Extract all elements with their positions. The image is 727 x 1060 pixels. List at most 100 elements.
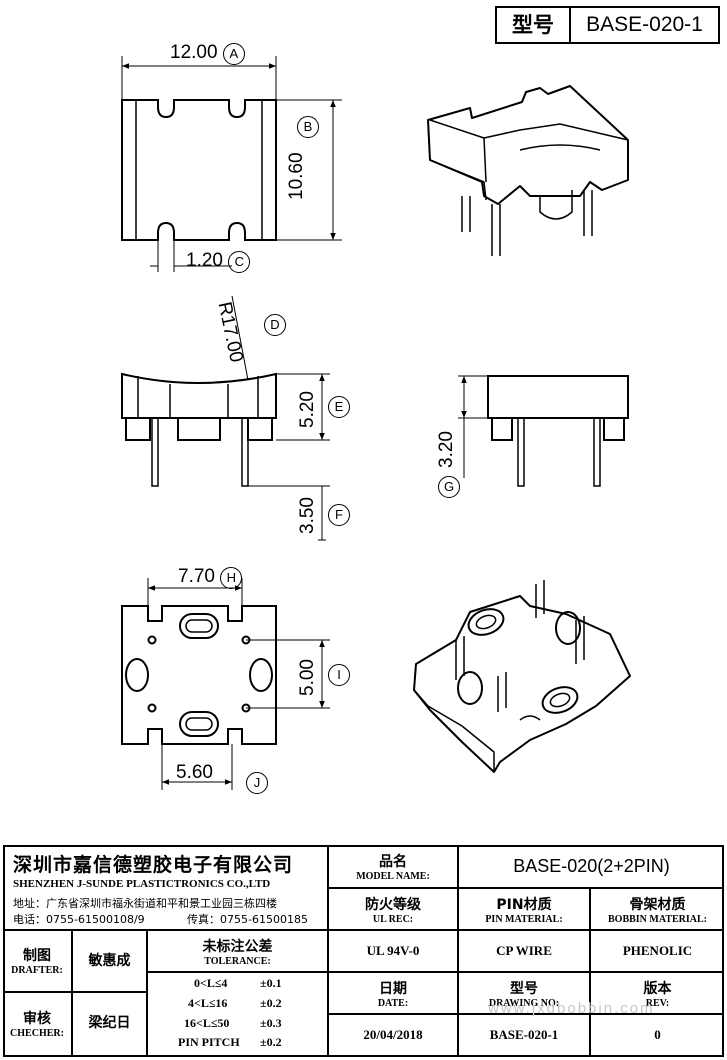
dim-h: 7.70 H [178, 566, 243, 589]
dim-c-value: 1.20 [186, 250, 223, 271]
dim-i-marker: I [328, 664, 350, 686]
ul-value-cell: UL 94V-0 [329, 931, 459, 973]
company-fax: 传真：0755-61500185 [187, 913, 308, 926]
drafter-name: 敏惠成 [88, 953, 131, 969]
model-box: 型号 BASE-020-1 [495, 6, 720, 44]
dim-a: 12.00 A [170, 42, 245, 65]
ul-label-cn: 防火等级 [365, 897, 421, 913]
checker-label-cn: 审核 [23, 1011, 51, 1027]
checker-name: 梁纪日 [88, 1015, 131, 1031]
pin-label-cell: PIN材质 PIN MATERIAL: [459, 889, 591, 931]
drawing-no-label-en: DRAWING NO: [488, 998, 560, 1009]
drawing-no-value-cell: BASE-020-1 [459, 1015, 591, 1057]
model-name-label-cell: 品名 MODEL NAME: [329, 845, 459, 889]
dim-f-marker: F [328, 504, 350, 526]
model-name-label-cn: 品名 [379, 854, 407, 870]
tolerance-value: ±0.2 [260, 996, 282, 1010]
tolerance-range: 4<L≤16 [188, 996, 228, 1010]
date-value-cell: 20/04/2018 [329, 1015, 459, 1057]
tolerance-rows-cell: 0<L≤4 ±0.1 4<L≤16 ±0.2 16<L≤50 ±0.3 PIN … [148, 973, 329, 1057]
drawing-no-label-cell: 型号 DRAWING NO: [459, 973, 591, 1015]
dim-b: B [297, 116, 319, 138]
drawing-no-value: BASE-020-1 [489, 1027, 559, 1042]
bobbin-label-cn: 骨架材质 [629, 897, 686, 913]
drawing-no-label-cn: 型号 [510, 981, 538, 997]
bottom-view-body [121, 605, 277, 745]
iso-top-view [427, 85, 629, 256]
tolerance-value: ±0.1 [260, 976, 282, 990]
dim-h-marker: H [220, 567, 243, 589]
ul-label-cell: 防火等级 UL REC: [329, 889, 459, 931]
title-block [3, 845, 724, 1057]
date-label-cn: 日期 [379, 981, 407, 997]
model-name-value: BASE-020(2+2PIN) [513, 856, 670, 876]
dim-j-marker: J [246, 772, 268, 794]
pin-label-cn: PIN材质 [496, 897, 552, 913]
dim-a-marker: A [222, 43, 245, 65]
company-phone: 电话：0755-61500108/9 [13, 913, 145, 926]
dim-c: 1.20 C [186, 250, 251, 273]
tolerance-label-en: TOLERANCE: [204, 956, 271, 967]
ul-label-en: UL REC: [372, 914, 414, 925]
side-view [458, 375, 629, 487]
rev-label-cn: 版本 [643, 981, 672, 997]
checker-label-en: CHECHER: [10, 1028, 64, 1039]
date-label-en: DATE: [377, 998, 409, 1009]
dim-e-value: 5.20 [297, 391, 318, 428]
date-value: 20/04/2018 [363, 1027, 423, 1042]
model-name-value-cell: BASE-020(2+2PIN) [459, 845, 724, 889]
front-view-body [121, 372, 277, 419]
dim-g-value: 3.20 [436, 431, 457, 468]
dim-c-marker: C [228, 251, 251, 273]
dim-j-value: 5.60 [176, 762, 213, 783]
dim-i-value: 5.00 [297, 659, 318, 696]
rev-label-en: REV: [645, 998, 670, 1009]
pin-label-en: PIN MATERIAL: [485, 914, 563, 925]
rev-value-cell: 0 [591, 1015, 724, 1057]
bobbin-value-cell: PHENOLIC [591, 931, 724, 973]
date-label-cell: 日期 DATE: [329, 973, 459, 1015]
checker-label-cell: 审核 CHECHER: [3, 993, 73, 1057]
model-box-label: 型号 [497, 8, 571, 42]
company-name-en: SHENZHEN J-SUNDE PLASTICTRONICS CO.,LTD [13, 878, 271, 890]
tolerance-value: ±0.2 [260, 1035, 282, 1049]
dim-b-value: 10.60 [286, 152, 307, 200]
company-address: 地址：广东省深圳市福永街道和平和景工业园三栋四楼 [13, 897, 277, 910]
top-view [121, 56, 342, 272]
checker-name-cell: 梁纪日 [73, 993, 148, 1057]
dim-e-marker: E [328, 396, 350, 418]
ul-value: UL 94V-0 [366, 943, 420, 958]
drafter-name-cell: 敏惠成 [73, 931, 148, 993]
model-box-value: BASE-020-1 [586, 13, 703, 36]
bobbin-label-cell: 骨架材质 BOBBIN MATERIAL: [591, 889, 724, 931]
tolerance-label-cn: 未标注公差 [202, 939, 273, 955]
iso-bottom-view [413, 580, 631, 773]
drafter-label-en: DRAFTER: [11, 965, 63, 976]
bottom-view [121, 578, 330, 790]
model-name-label-en: MODEL NAME: [356, 871, 430, 882]
tolerance-range: 16<L≤50 [184, 1016, 230, 1030]
dim-b-marker: B [297, 116, 319, 138]
dim-f-value: 3.50 [297, 497, 318, 534]
drafter-label-cn: 制图 [23, 948, 51, 964]
tolerance-header-cell: 未标注公差 TOLERANCE: [148, 931, 329, 973]
top-view-body [121, 99, 277, 241]
dim-a-value: 12.00 [170, 42, 218, 63]
tolerance-range: PIN PITCH [178, 1035, 240, 1049]
dim-h-value: 7.70 [178, 566, 215, 587]
rev-label-cell: 版本 REV: [591, 973, 724, 1015]
tolerance-range: 0<L≤4 [194, 976, 228, 990]
drafter-label-cell: 制图 DRAFTER: [3, 931, 73, 993]
tolerance-value: ±0.3 [260, 1016, 282, 1030]
side-view-body [487, 375, 629, 419]
company-name-cn: 深圳市嘉信德塑胶电子有限公司 [13, 854, 294, 876]
rev-value: 0 [654, 1027, 661, 1042]
watermark: www.jxdbobbin.com [488, 1000, 655, 1017]
drawing-area [121, 56, 631, 790]
bobbin-label-en: BOBBIN MATERIAL: [608, 914, 707, 925]
dim-d-marker: D [264, 314, 286, 336]
front-view [121, 295, 330, 541]
pin-value: CP WIRE [496, 943, 552, 958]
dim-g-marker: G [438, 476, 460, 498]
bobbin-value: PHENOLIC [622, 943, 693, 958]
